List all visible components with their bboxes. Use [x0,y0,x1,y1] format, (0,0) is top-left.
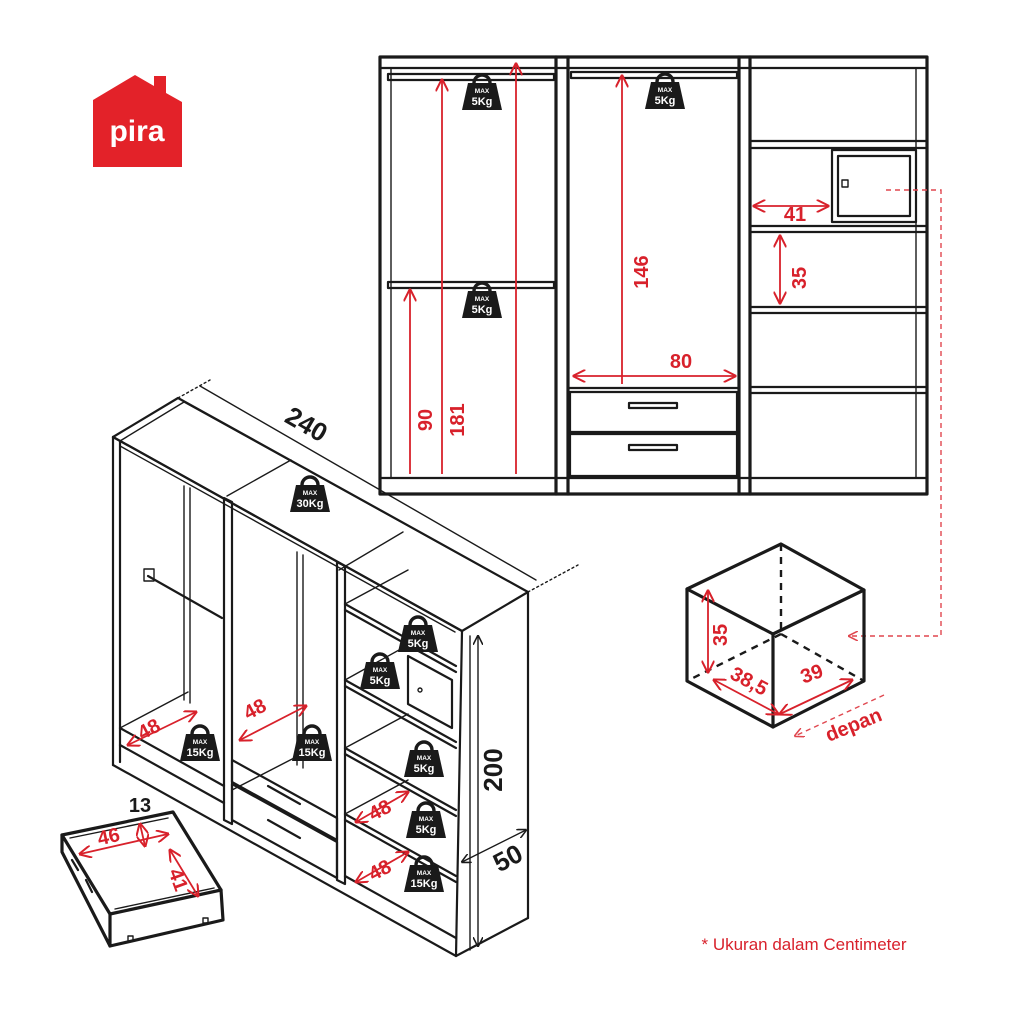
svg-text:MAX: MAX [373,667,388,674]
dim-240: 240 [280,400,333,448]
dim-181: 181 [447,403,469,436]
dim-35: 35 [789,267,811,289]
svg-text:15Kg: 15Kg [299,747,326,759]
svg-text:MAX: MAX [305,739,320,746]
weight-icon: MAX 5Kg [460,281,504,320]
svg-text:5Kg: 5Kg [472,304,493,316]
dim-41: 41 [784,204,806,226]
svg-text:5Kg: 5Kg [416,824,437,836]
drawer-detail: 46 13 41 [60,795,225,948]
weight-icon: MAX 15Kg [178,724,222,763]
svg-text:5Kg: 5Kg [370,675,391,687]
front-view: 90 181 146 80 41 35 MAX 5Kg MAX 5Kg MAX … [378,55,929,496]
svg-text:5Kg: 5Kg [408,638,429,650]
weight-icon: MAX 5Kg [358,652,402,691]
dim-48-bottom: 48 [365,856,395,886]
weight-icon: MAX 5Kg [404,801,448,840]
dim-41-drawer: 41 [163,866,191,894]
weight-icon: MAX 15Kg [290,724,334,763]
svg-text:MAX: MAX [411,630,426,637]
connector-line [849,189,942,636]
weight-icon: MAX 30Kg [288,475,332,514]
svg-text:MAX: MAX [475,88,490,95]
logo-text: pira [109,115,164,148]
weight-icon: MAX 15Kg [402,855,446,894]
svg-text:MAX: MAX [193,739,208,746]
svg-text:5Kg: 5Kg [414,763,435,775]
dim-38-5: 38,5 [726,663,771,701]
dim-46: 46 [96,824,122,850]
footnote: * Ukuran dalam Centimeter [701,935,906,954]
dim-146: 146 [631,255,653,288]
cube-detail: 35 38,5 39 depan [685,542,885,747]
dim-35-cube: 35 [710,624,732,646]
svg-text:MAX: MAX [417,870,432,877]
dim-90: 90 [415,409,437,431]
svg-text:15Kg: 15Kg [411,878,438,890]
dim-50: 50 [488,838,528,878]
front-label: depan [822,704,885,746]
dim-48-middle: 48 [240,695,270,725]
weight-icon: MAX 5Kg [402,740,446,779]
dim-13: 13 [129,795,151,817]
svg-text:MAX: MAX [658,87,673,94]
weight-icon: MAX 5Kg [643,72,687,111]
svg-text:MAX: MAX [303,490,318,497]
svg-text:MAX: MAX [419,816,434,823]
weight-icon: MAX 5Kg [460,73,504,112]
dim-80: 80 [670,351,692,373]
pira-logo: pira [93,75,182,167]
svg-text:MAX: MAX [417,755,432,762]
svg-text:MAX: MAX [475,296,490,303]
svg-text:5Kg: 5Kg [472,96,493,108]
svg-text:30Kg: 30Kg [297,498,324,510]
dim-39: 39 [798,660,826,688]
weight-icon: MAX 5Kg [396,615,440,654]
svg-text:5Kg: 5Kg [655,95,676,107]
svg-text:15Kg: 15Kg [187,747,214,759]
isometric-view: 240 200 50 48 48 48 48 MAX 30Kg MAX 5Kg … [111,379,579,958]
dim-200: 200 [478,748,508,791]
